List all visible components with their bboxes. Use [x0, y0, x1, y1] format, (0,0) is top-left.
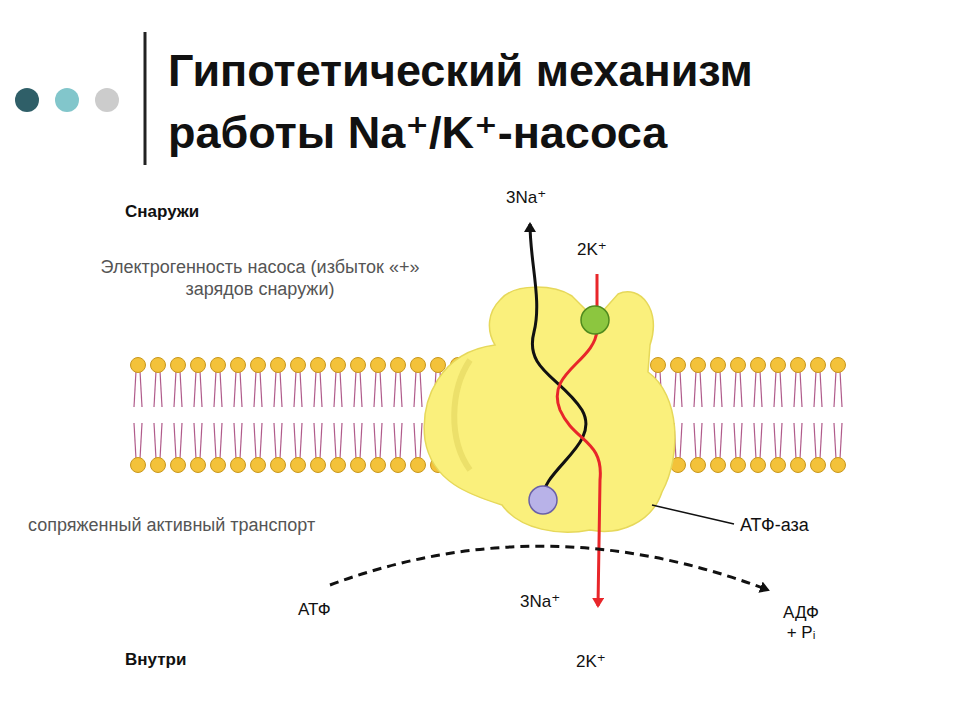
ion-label: 2K⁺ — [576, 652, 606, 672]
slide-title: Гипотетический механизм работы Na⁺/K⁺-на… — [168, 40, 928, 164]
molecule-label: АДФ + Pᵢ — [778, 603, 824, 644]
bullet-dot — [55, 88, 79, 112]
title-rule — [144, 32, 147, 165]
sodium-site — [529, 486, 557, 514]
leader-line — [652, 505, 734, 524]
ion-label: 3Na⁺ — [520, 592, 560, 612]
atp-hydrolysis-arrow — [330, 546, 768, 590]
region-label: Снаружи — [125, 202, 199, 222]
ion-label: 2K⁺ — [577, 240, 607, 260]
potassium-site — [581, 306, 609, 334]
callout-label: АТФ-аза — [740, 515, 809, 537]
note-text: Электрогенность насоса (избыток «+» заря… — [95, 257, 425, 300]
note-text: сопряженный активный транспорт — [28, 515, 315, 537]
molecule-label: АТФ — [298, 600, 331, 620]
protein-shading — [454, 360, 470, 470]
bullet-dot — [15, 88, 39, 112]
ion-label: 3Na⁺ — [506, 188, 546, 208]
region-label: Внутри — [125, 650, 186, 670]
atpase-protein — [424, 287, 675, 532]
bullet-dot — [95, 88, 119, 112]
